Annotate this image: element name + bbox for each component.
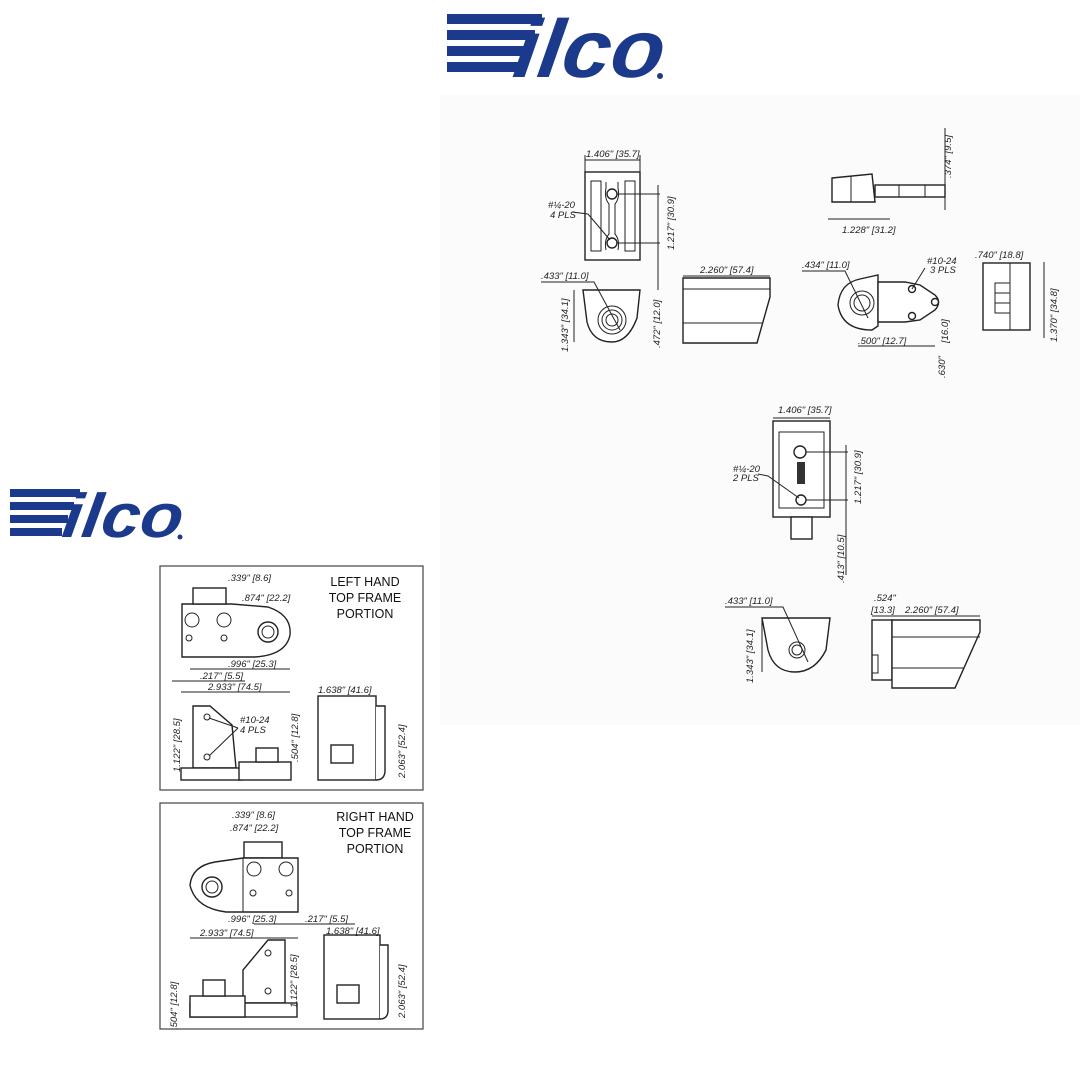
hole-note-line1: #¼-20: [733, 464, 761, 475]
hole-note-line1: #10-24: [240, 715, 270, 726]
hole-note-line2: 4 PLS: [240, 725, 267, 736]
drawing-panel-bg: [440, 95, 1080, 725]
view-bottom-end-2: .433" [11.0] 1.343" [34.1]: [725, 596, 831, 683]
dim-height: 1.343" [34.1]: [560, 298, 571, 352]
dim-height: 1.217" [30.9]: [853, 450, 864, 504]
hole-note-line2: 2 PLS: [732, 473, 760, 484]
view-shaft-side: 1.228" [31.2] .374" [9.5]: [828, 128, 954, 236]
dim-offset-in: .524": [874, 593, 896, 604]
view-front-4pls: 1.406" [35.7] #¼-20 4 PLS 1.217" [30.9]: [548, 149, 677, 290]
dim-spacing: .500" [12.7]: [858, 336, 907, 347]
dim-2063: 2.063" [52.4]: [397, 964, 408, 1019]
dim-bore: .433" [11.0]: [725, 596, 773, 607]
hole-note-line1: #10-24: [927, 256, 957, 267]
dim-1638: 1.638" [41.6]: [326, 926, 380, 937]
dim-length: 2.260" [57.4]: [699, 265, 754, 276]
hole-note-line1: #¼-20: [548, 200, 576, 211]
view-side-long-2: .524" [13.3] 2.260" [57.4]: [870, 593, 981, 689]
view-side-long: 2.260" [57.4]: [682, 265, 771, 344]
hole-note-line2: 3 PLS: [930, 265, 957, 276]
dim-stem: .413" [10.5]: [836, 534, 847, 583]
panel-title-1: LEFT HAND: [330, 575, 399, 589]
dim-offset: .472" [12.0]: [652, 299, 663, 348]
dim-offset-in: .630": [937, 356, 948, 378]
svg-text:ilco: ilco: [59, 482, 189, 551]
dim-offset-mm: [16.0]: [940, 319, 951, 344]
view-bottom-end: .433" [11.0] 1.343" [34.1] .472" [12.0]: [541, 271, 663, 352]
dim-2063: 2.063" [52.4]: [397, 724, 408, 779]
dim-874: .874" [22.2]: [230, 823, 279, 834]
dim-length: 2.260" [57.4]: [904, 605, 959, 616]
dim-bore: .433" [11.0]: [541, 271, 589, 282]
dim-217: .217" [5.5]: [200, 671, 243, 682]
panel-title-3: PORTION: [347, 842, 404, 856]
dim-217: .217" [5.5]: [305, 914, 348, 925]
dim-height: 1.217" [30.9]: [666, 196, 677, 250]
ilco-logo-top: ilco: [447, 3, 672, 95]
hole-note-line2: 4 PLS: [550, 210, 577, 221]
dim-504: .504" [12.8]: [169, 981, 180, 1030]
dim-2933: 2.933" [74.5]: [207, 682, 262, 693]
dim-width: .740" [18.8]: [975, 250, 1024, 261]
dim-width: 1.406" [35.7]: [586, 149, 640, 160]
dim-339: .339" [8.6]: [228, 573, 271, 584]
panel-title-3: PORTION: [337, 607, 394, 621]
view-end-block: .740" [18.8] 1.370" [34.8]: [975, 250, 1060, 342]
dim-bore: .434" [11.0]: [802, 260, 850, 271]
dim-1122: 1.122" [28.5]: [289, 954, 300, 1008]
dim-339: .339" [8.6]: [232, 810, 275, 821]
dim-504: .504" [12.8]: [290, 713, 301, 762]
dim-996: .996" [25.3]: [228, 659, 277, 670]
dim-width: 1.406" [35.7]: [778, 405, 832, 416]
svg-text:ilco: ilco: [509, 3, 672, 95]
dim-shaft: .374" [9.5]: [943, 135, 954, 178]
dim-2933: 2.933" [74.5]: [199, 928, 254, 939]
dim-996: .996" [25.3]: [228, 914, 277, 925]
dim-1122: 1.122" [28.5]: [172, 718, 183, 772]
panel-title-2: TOP FRAME: [339, 826, 411, 840]
view-front-2pls: 1.406" [35.7] #¼-20 2 PLS 1.217" [30.9] …: [732, 405, 864, 583]
dim-height: 1.343" [34.1]: [745, 629, 756, 683]
dim-offset-mm: [13.3]: [870, 605, 895, 616]
dim-1638: 1.638" [41.6]: [318, 685, 372, 696]
dim-height: 1.370" [34.8]: [1049, 288, 1060, 342]
panel-title-2: TOP FRAME: [329, 591, 401, 605]
left-hand-panel: LEFT HAND TOP FRAME PORTION .339" [8.6] …: [159, 565, 424, 791]
panel-title-1: RIGHT HAND: [336, 810, 414, 824]
right-hand-panel: RIGHT HAND TOP FRAME PORTION .339" [8.6]…: [159, 802, 424, 1030]
view-arm-plate: .434" [11.0] #10-24 3 PLS .500" [12.7] […: [802, 256, 957, 378]
dim-874: .874" [22.2]: [242, 593, 291, 604]
dim-length: 1.228" [31.2]: [842, 225, 896, 236]
ilco-logo-left: ilco: [10, 482, 188, 551]
